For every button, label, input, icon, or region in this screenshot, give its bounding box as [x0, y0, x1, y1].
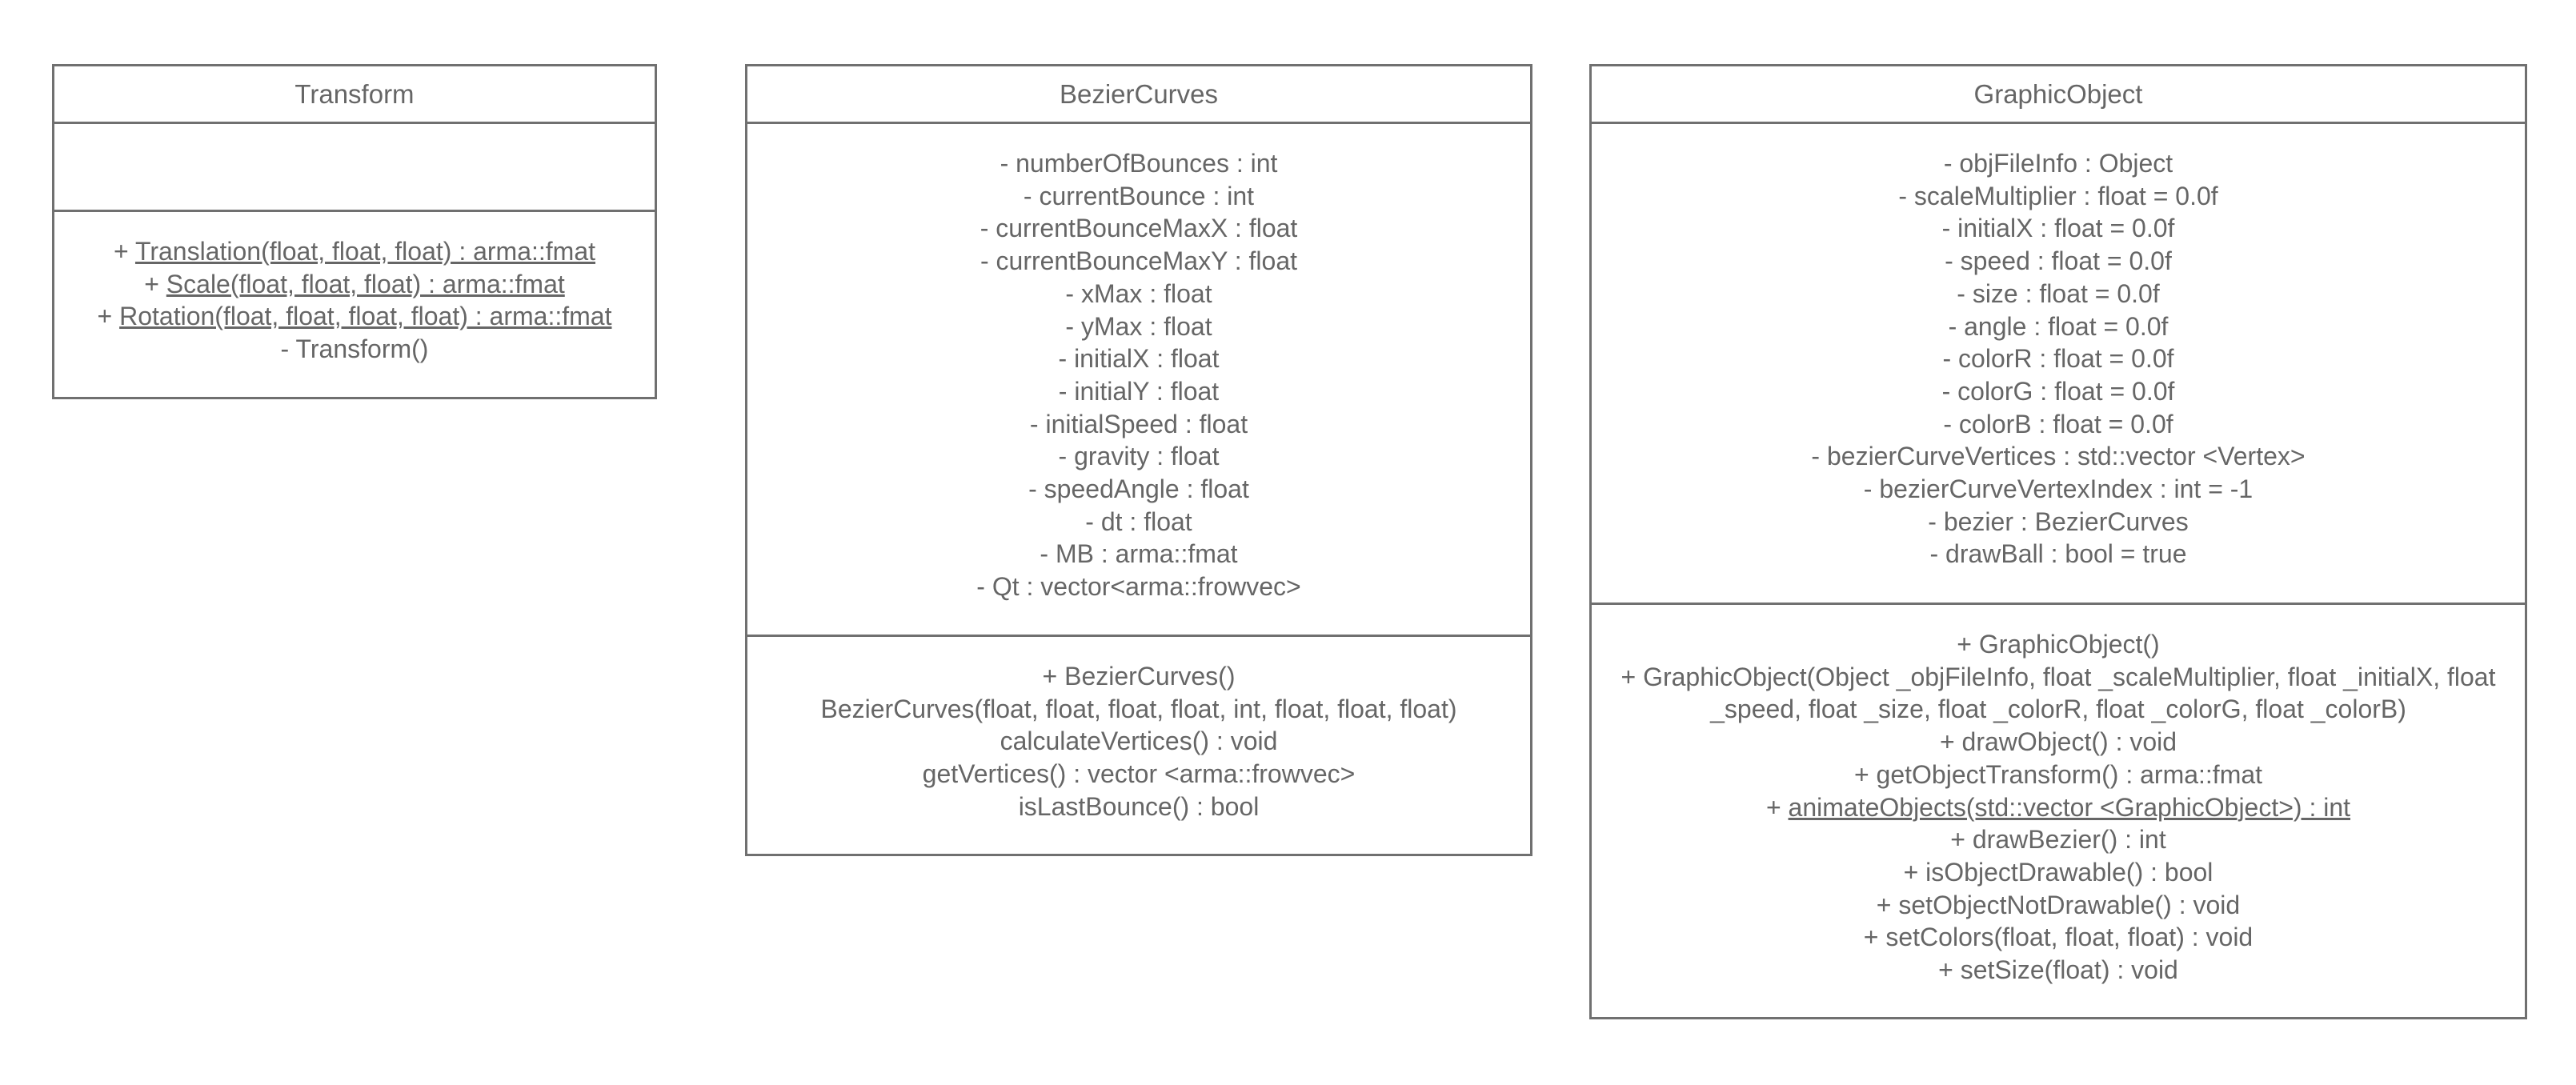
static-operation: + animateObjects(std::vector <GraphicObj… [1616, 791, 2501, 824]
visibility-marker: + [144, 269, 166, 298]
operation: + GraphicObject(Object _objFileInfo, flo… [1616, 661, 2501, 726]
operation-signature: + GraphicObject(Object _objFileInfo, flo… [1621, 662, 2496, 724]
operation: BezierCurves(float, float, float, float,… [747, 693, 1530, 726]
attribute: - initialX : float [1058, 344, 1220, 374]
attribute: - angle : float = 0.0f [1948, 311, 2169, 341]
operation: + setObjectNotDrawable() : void [1616, 889, 2501, 922]
attribute: - bezier : BezierCurves [1928, 506, 2189, 536]
operation-signature: + GraphicObject() [1957, 630, 2160, 659]
attribute: - xMax : float [1065, 278, 1212, 308]
attribute: - bezierCurveVertexIndex : int = -1 [1863, 474, 2253, 504]
class-bezier-curves[interactable]: BezierCurves - numberOfBounces : int - cu… [745, 64, 1532, 856]
operation-signature: + drawBezier() : int [1950, 825, 2166, 855]
operation-signature: + BezierCurves() [1042, 662, 1236, 691]
attributes-compartment [54, 124, 655, 212]
visibility-marker: + [97, 302, 120, 331]
attribute: - Qt : vector<arma::frowvec> [976, 572, 1301, 602]
operation-signature: getVertices() : vector <arma::frowvec> [922, 759, 1356, 789]
operation-signature: Rotation(float, float, float, float) : a… [119, 302, 612, 331]
attribute: - colorB : float = 0.0f [1943, 409, 2173, 438]
attribute: - initialX : float = 0.0f [1941, 214, 2175, 243]
static-operation: + Translation(float, float, float) : arm… [54, 235, 655, 268]
attribute: - numberOfBounces : int [1000, 149, 1278, 178]
attribute: - speedAngle : float [1028, 474, 1249, 504]
operations-compartment: + GraphicObject() + GraphicObject(Object … [1592, 605, 2525, 1017]
operation-signature: BezierCurves(float, float, float, float,… [820, 694, 1457, 723]
attributes-compartment: - numberOfBounces : int - currentBounce :… [747, 124, 1530, 637]
operation-signature: calculateVertices() : void [1000, 727, 1278, 756]
attribute: - gravity : float [1058, 442, 1220, 471]
operation: + GraphicObject() [1616, 628, 2501, 661]
static-operation: + Scale(float, float, float) : arma::fma… [54, 268, 655, 301]
attribute: - size : float = 0.0f [1957, 278, 2160, 308]
attribute: - yMax : float [1065, 311, 1212, 341]
operation: isLastBounce() : bool [747, 791, 1530, 823]
visibility-marker: + [1765, 792, 1789, 822]
operation: + drawBezier() : int [1616, 823, 2501, 856]
operation-signature: Scale(float, float, float) : arma::fmat [166, 269, 565, 298]
class-name: Transform [54, 66, 655, 124]
operation: + setSize(float) : void [1616, 954, 2501, 987]
operation-signature: + setSize(float) : void [1938, 955, 2178, 985]
attribute: - currentBounceMaxY : float [980, 246, 1298, 276]
operation-signature: Translation(float, float, float) : arma:… [134, 237, 596, 266]
operations-compartment: + BezierCurves() BezierCurves(float, floa… [747, 637, 1530, 854]
operation: + getObjectTransform() : arma::fmat [1616, 759, 2501, 791]
class-transform[interactable]: Transform + Translation(float, float, fl… [52, 64, 657, 399]
operation: + drawObject() : void [1616, 726, 2501, 759]
operations-compartment: + Translation(float, float, float) : arm… [54, 212, 655, 397]
attribute: - scaleMultiplier : float = 0.0f [1898, 181, 2218, 210]
attribute: - initialY : float [1058, 376, 1220, 406]
attribute: - colorG : float = 0.0f [1941, 376, 2175, 406]
operation-signature: + drawObject() : void [1939, 727, 2177, 757]
operation-signature: isLastBounce() : bool [1018, 791, 1260, 821]
attribute: - speed : float = 0.0f [1945, 246, 2172, 276]
class-graphic-object[interactable]: GraphicObject - objFileInfo : Object - sc… [1589, 64, 2527, 1019]
attribute: - bezierCurveVertices : std::vector <Ver… [1811, 442, 2306, 471]
attribute: - initialSpeed : float [1029, 409, 1248, 438]
operation: + BezierCurves() [747, 660, 1530, 693]
operation-signature: + setColors(float, float, float) : void [1863, 923, 2253, 952]
operation: + setColors(float, float, float) : void [1616, 921, 2501, 954]
operation: calculateVertices() : void [747, 725, 1530, 758]
operation-signature: + setObjectNotDrawable() : void [1876, 890, 2241, 919]
visibility-marker: + [113, 237, 135, 266]
operation-signature: animateObjects(std::vector <GraphicObjec… [1788, 792, 2351, 822]
operation-signature: + isObjectDrawable() : bool [1903, 857, 2213, 887]
operation: getVertices() : vector <arma::frowvec> [747, 758, 1530, 791]
attribute: - dt : float [1085, 506, 1192, 536]
attribute: - currentBounce : int [1023, 181, 1255, 210]
class-name: GraphicObject [1592, 66, 2525, 124]
attribute: - drawBall : bool = true [1929, 539, 2187, 569]
attribute: - objFileInfo : Object [1943, 149, 2173, 178]
class-name: BezierCurves [747, 66, 1530, 124]
operation-signature: - Transform() [280, 334, 429, 364]
attributes-compartment: - objFileInfo : Object - scaleMultiplier … [1592, 124, 2525, 605]
static-operation: + Rotation(float, float, float, float) :… [54, 300, 655, 333]
operation-signature: + getObjectTransform() : arma::fmat [1853, 759, 2263, 789]
attribute: - MB : arma::fmat [1040, 539, 1238, 569]
operation: - Transform() [54, 333, 655, 366]
operation: + isObjectDrawable() : bool [1616, 856, 2501, 889]
attribute: - currentBounceMaxX : float [980, 214, 1298, 243]
attribute: - colorR : float = 0.0f [1942, 344, 2174, 374]
